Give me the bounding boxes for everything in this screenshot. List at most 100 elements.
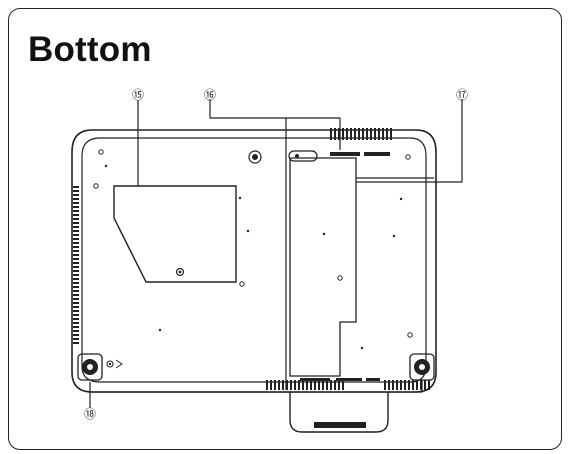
vent-slit bbox=[73, 262, 79, 264]
right-foot bbox=[409, 353, 435, 381]
vent-slit bbox=[396, 380, 398, 390]
vent-slit bbox=[73, 274, 79, 276]
bottom-bar-3 bbox=[366, 378, 380, 381]
vent-slit bbox=[382, 128, 384, 140]
vent-slit bbox=[412, 380, 414, 390]
vent-slit bbox=[314, 380, 316, 390]
vent-slit bbox=[330, 128, 332, 140]
vent-slit bbox=[73, 314, 79, 316]
vent-slit bbox=[404, 380, 406, 390]
lamp-cover-screw-center bbox=[178, 270, 182, 274]
vent-slit bbox=[400, 380, 402, 390]
top-vents bbox=[330, 128, 392, 140]
vent-slit bbox=[330, 380, 332, 390]
vent-slit bbox=[270, 380, 272, 390]
vent-slit bbox=[338, 128, 340, 140]
vent-slit bbox=[73, 322, 79, 324]
vent-slit bbox=[73, 278, 79, 280]
vent-slit bbox=[73, 334, 79, 336]
vent-slit bbox=[73, 318, 79, 320]
vent-slit bbox=[73, 266, 79, 268]
vent-slit bbox=[318, 380, 320, 390]
bottom-vents bbox=[266, 380, 430, 390]
vent-slit bbox=[362, 128, 364, 140]
callout-16: ⑯ bbox=[204, 88, 216, 102]
vent-slit bbox=[378, 128, 380, 140]
vent-slit bbox=[306, 380, 308, 390]
vent-slit bbox=[354, 128, 356, 140]
bottom-bar-1 bbox=[300, 378, 330, 381]
vent-slit bbox=[73, 258, 79, 260]
vent-slit bbox=[73, 326, 79, 328]
vent-slit bbox=[73, 222, 79, 224]
vent-slit bbox=[322, 380, 324, 390]
left-foot-screw bbox=[106, 360, 114, 368]
vent-slit bbox=[374, 128, 376, 140]
callout-18: ⑱ bbox=[84, 407, 96, 421]
vent-slit bbox=[326, 380, 328, 390]
projector-body-outline bbox=[71, 129, 437, 393]
vent-slit bbox=[73, 270, 79, 272]
left-foot bbox=[77, 353, 103, 381]
vent-slit bbox=[350, 128, 352, 140]
vent-slit bbox=[73, 254, 79, 256]
top-slot-right bbox=[364, 152, 390, 156]
filter-panel bbox=[289, 157, 357, 377]
vent-slit bbox=[73, 226, 79, 228]
vent-slit bbox=[298, 380, 300, 390]
callout-17: ⑰ bbox=[456, 88, 468, 102]
mounting-holes bbox=[93, 149, 413, 338]
vent-slit bbox=[73, 294, 79, 296]
vent-slit bbox=[334, 380, 336, 390]
bottom-bar-2 bbox=[336, 378, 362, 381]
vent-slit bbox=[73, 330, 79, 332]
vent-slit bbox=[302, 380, 304, 390]
vent-slit bbox=[73, 338, 79, 340]
vent-slit bbox=[392, 380, 394, 390]
vent-slit bbox=[370, 128, 372, 140]
vent-slit bbox=[73, 290, 79, 292]
vent-slit bbox=[73, 282, 79, 284]
vent-slit bbox=[274, 380, 276, 390]
latch-dot bbox=[295, 154, 299, 158]
vent-slit bbox=[73, 230, 79, 232]
lens-housing-grip bbox=[314, 422, 366, 428]
section-frame bbox=[8, 8, 562, 450]
vent-slit bbox=[73, 190, 79, 192]
vent-slit bbox=[73, 186, 79, 188]
callout-15: ⑮ bbox=[132, 88, 144, 102]
projector-body-inner bbox=[81, 137, 427, 383]
vent-slit bbox=[338, 380, 340, 390]
vent-slit bbox=[342, 128, 344, 140]
vent-slit bbox=[73, 194, 79, 196]
vent-slit bbox=[408, 380, 410, 390]
vent-slit bbox=[73, 250, 79, 252]
adjust-screw bbox=[248, 150, 262, 164]
vent-slit bbox=[390, 128, 392, 140]
vent-slit bbox=[73, 306, 79, 308]
lamp-cover-screw bbox=[175, 267, 185, 277]
vent-slit bbox=[73, 214, 79, 216]
vent-slit bbox=[428, 380, 430, 390]
left-foot-screw-center bbox=[108, 362, 112, 366]
left-foot-arrow bbox=[115, 359, 123, 369]
lamp-cover bbox=[113, 185, 237, 283]
vent-slit bbox=[388, 380, 390, 390]
vent-slit bbox=[424, 380, 426, 390]
vent-slit bbox=[416, 380, 418, 390]
vent-slit bbox=[73, 210, 79, 212]
vent-slit bbox=[278, 380, 280, 390]
top-slot-left bbox=[330, 152, 360, 156]
vent-slit bbox=[420, 380, 422, 390]
small-dots bbox=[104, 164, 403, 350]
callout-leaders bbox=[89, 99, 463, 408]
vent-slit bbox=[73, 298, 79, 300]
vent-slit bbox=[290, 380, 292, 390]
vent-slit bbox=[358, 128, 360, 140]
vent-slit bbox=[73, 302, 79, 304]
vent-slit bbox=[286, 380, 288, 390]
vent-slit bbox=[73, 234, 79, 236]
vent-slit bbox=[73, 342, 79, 344]
vent-slit bbox=[266, 380, 268, 390]
